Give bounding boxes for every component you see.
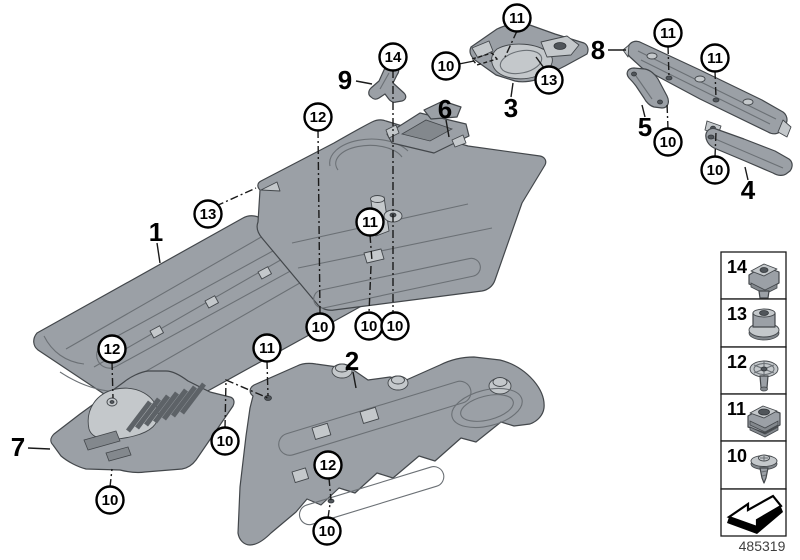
- svg-text:10: 10: [312, 319, 329, 336]
- callout-11[interactable]: 11: [355, 207, 385, 237]
- callout-10[interactable]: 10: [95, 485, 125, 515]
- part-label[interactable]: 1: [149, 217, 163, 247]
- part-label[interactable]: 2: [345, 346, 359, 376]
- svg-text:10: 10: [319, 523, 336, 540]
- leader-lines: [27, 30, 749, 519]
- svg-text:12: 12: [104, 341, 121, 358]
- legend-item-12: 12: [720, 346, 787, 395]
- part-label[interactable]: 3: [504, 93, 518, 123]
- part-7-underbody-vent-panel: [50, 370, 235, 473]
- callout-11[interactable]: 11: [502, 3, 532, 33]
- vent-slats: [126, 382, 206, 433]
- screw-rivet-icon: [750, 454, 778, 484]
- installation-direction-arrow-icon: [726, 494, 783, 534]
- svg-text:11: 11: [727, 399, 746, 419]
- callout-11[interactable]: 11: [653, 18, 683, 48]
- fastener-legend: 14 13 12: [720, 251, 787, 554]
- callout-10[interactable]: 10: [210, 426, 240, 456]
- svg-text:10: 10: [438, 58, 455, 75]
- svg-text:14: 14: [385, 49, 402, 66]
- part-label[interactable]: 4: [741, 175, 756, 205]
- svg-text:10: 10: [102, 492, 119, 509]
- part-6-underfloor-panel-front: [256, 100, 547, 311]
- legend-item-11: 11: [720, 393, 787, 442]
- callout-12[interactable]: 12: [303, 102, 333, 132]
- legend-item-13: 13: [720, 298, 787, 348]
- callout-11[interactable]: 11: [252, 333, 282, 363]
- fastener-callouts: 11 10 13 14 11 11 10 10 12 13 11 10 10 1…: [95, 3, 730, 546]
- svg-text:10: 10: [217, 433, 234, 450]
- part-label[interactable]: 5: [638, 112, 652, 142]
- legend-item-10: 10: [720, 440, 787, 490]
- svg-text:12: 12: [320, 457, 337, 474]
- callout-10[interactable]: 10: [305, 312, 335, 342]
- legend-item-direction: [720, 488, 787, 537]
- part-labels: 1 2 3 4 5 6 7 8 9: [11, 35, 756, 462]
- callout-10[interactable]: 10: [354, 311, 384, 341]
- callout-13[interactable]: 13: [534, 65, 564, 95]
- svg-text:10: 10: [707, 162, 724, 179]
- part-2-underfloor-panel-center-rear: [237, 356, 545, 546]
- callout-10[interactable]: 10: [431, 51, 461, 81]
- callout-12[interactable]: 12: [313, 450, 343, 480]
- callout-12[interactable]: 12: [97, 334, 127, 364]
- svg-text:11: 11: [362, 214, 378, 231]
- callout-10[interactable]: 10: [653, 127, 683, 157]
- svg-text:13: 13: [727, 304, 747, 324]
- part-3-bracket-rear: [469, 23, 589, 83]
- part-label[interactable]: 9: [338, 65, 352, 95]
- svg-text:10: 10: [660, 134, 677, 151]
- flange-nut-icon: [748, 308, 780, 341]
- svg-text:10: 10: [727, 446, 747, 466]
- clip-nut-icon: [748, 263, 780, 299]
- svg-text:11: 11: [707, 50, 723, 67]
- callout-13[interactable]: 13: [193, 199, 223, 229]
- svg-text:12: 12: [310, 109, 327, 126]
- svg-text:10: 10: [361, 318, 378, 335]
- part-label[interactable]: 6: [438, 94, 452, 124]
- callout-11[interactable]: 11: [700, 43, 730, 73]
- legend-item-14: 14: [720, 251, 787, 300]
- svg-text:11: 11: [509, 10, 525, 27]
- svg-text:11: 11: [259, 340, 275, 357]
- cage-nut-icon: [747, 405, 781, 438]
- svg-text:11: 11: [660, 25, 676, 42]
- svg-text:14: 14: [727, 257, 747, 277]
- part-8-sill-cover-strip: [622, 40, 792, 138]
- svg-text:13: 13: [541, 72, 558, 89]
- svg-text:12: 12: [727, 352, 747, 372]
- callout-10[interactable]: 10: [380, 311, 410, 341]
- svg-text:13: 13: [200, 206, 217, 223]
- part-label[interactable]: 8: [591, 35, 605, 65]
- part-4-sill-cover-strip-rear: [705, 127, 793, 176]
- callout-14[interactable]: 14: [378, 42, 408, 72]
- callout-10[interactable]: 10: [312, 516, 342, 546]
- svg-text:10: 10: [387, 318, 404, 335]
- diagram-number: 485319: [739, 538, 786, 554]
- expanding-rivet-icon: [749, 360, 779, 392]
- part-5-bracket-strip: [626, 67, 669, 109]
- part-label[interactable]: 7: [11, 432, 25, 462]
- callout-10[interactable]: 10: [700, 155, 730, 185]
